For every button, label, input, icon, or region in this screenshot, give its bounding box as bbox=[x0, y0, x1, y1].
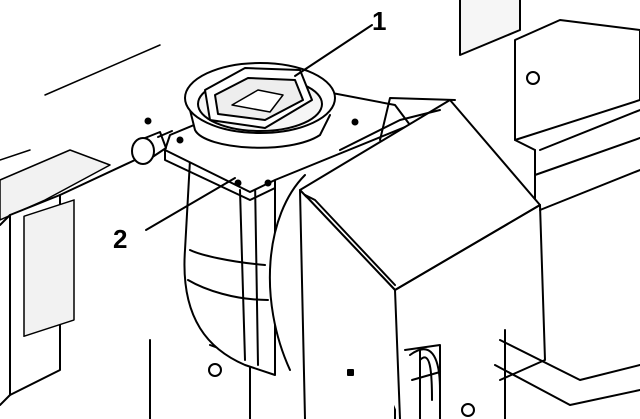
coupling-detail bbox=[409, 348, 441, 419]
plate-hole-icon bbox=[351, 118, 359, 126]
left-housing-panel bbox=[0, 44, 161, 406]
plate-hole-icon bbox=[264, 179, 272, 187]
leader-line-2 bbox=[145, 177, 236, 231]
leader-lines bbox=[145, 24, 373, 231]
cover-housing bbox=[299, 97, 546, 419]
lower-bolt-icon bbox=[208, 363, 222, 377]
callout-number-2: 2 bbox=[113, 224, 128, 254]
frame-bolt-icon bbox=[461, 403, 475, 417]
plate-hole-icon bbox=[176, 136, 184, 144]
chute-body bbox=[183, 159, 306, 376]
plate-hole-icon bbox=[144, 117, 152, 125]
side-pin bbox=[131, 130, 173, 165]
cover-indicator bbox=[347, 369, 354, 376]
right-bracket-assembly bbox=[459, 0, 640, 211]
callout-number-1: 1 bbox=[372, 6, 387, 36]
leader-line-1 bbox=[294, 24, 373, 77]
bracket-bolt-icon bbox=[526, 71, 540, 85]
left-panel-window bbox=[23, 199, 75, 337]
plate-hole-icon bbox=[234, 179, 242, 187]
inlet-ring bbox=[184, 62, 336, 149]
